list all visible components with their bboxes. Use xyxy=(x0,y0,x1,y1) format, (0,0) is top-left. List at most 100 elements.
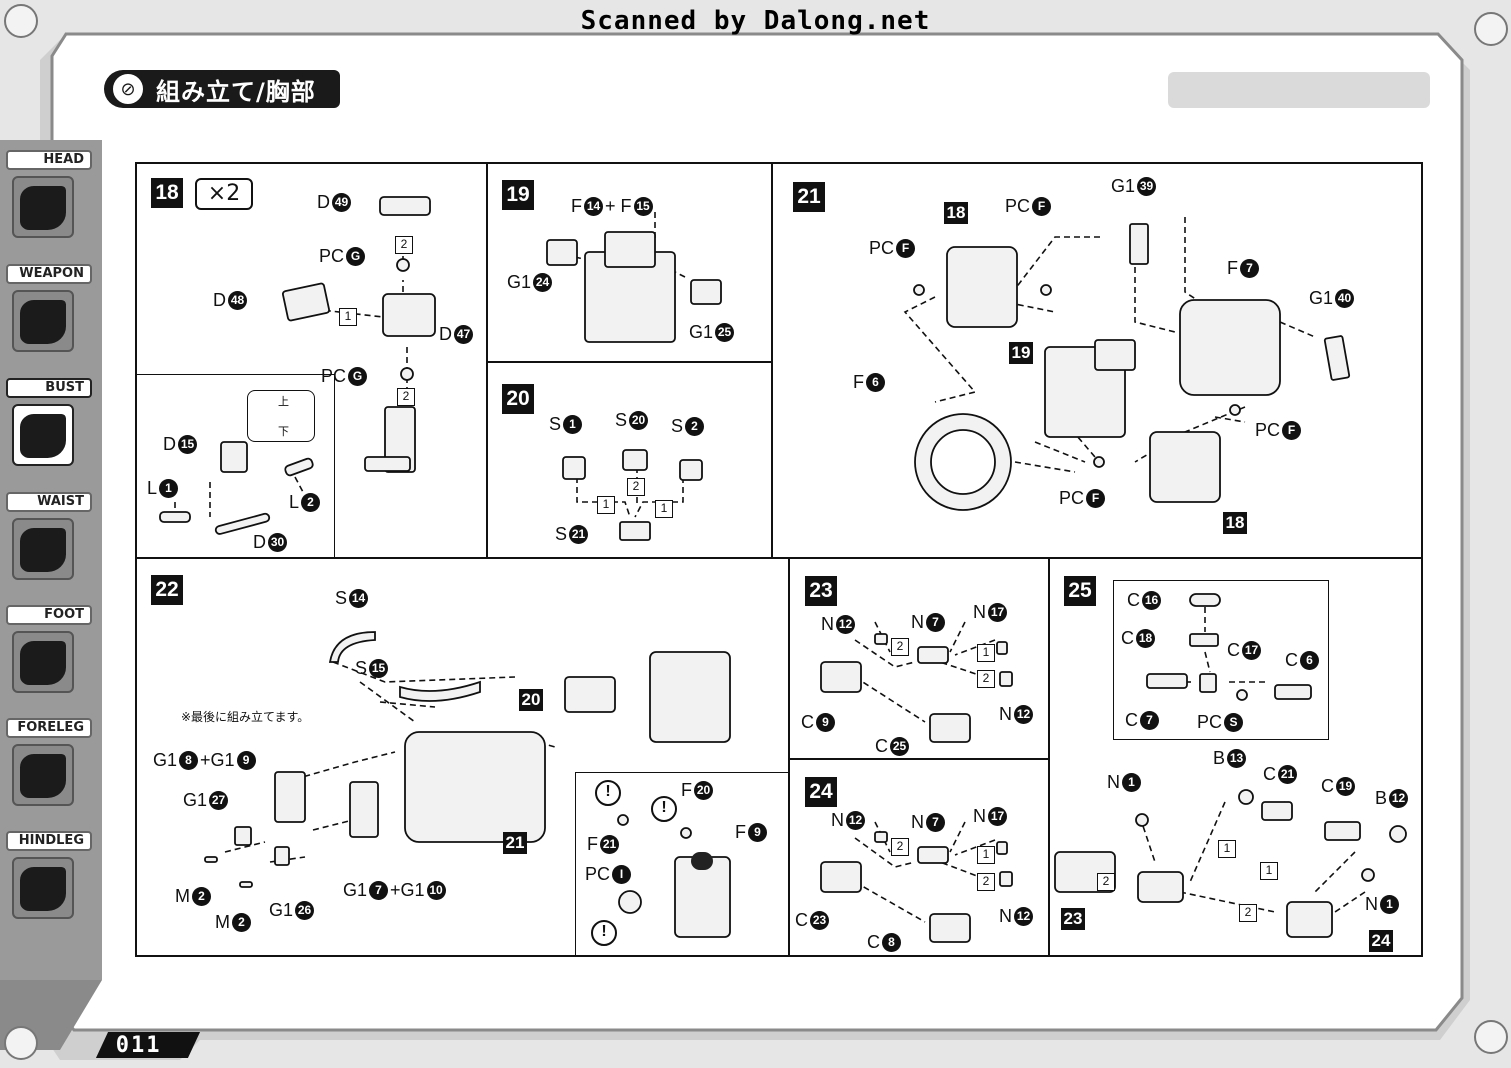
sequence-marker: 1 xyxy=(977,644,995,662)
sequence-marker: 1 xyxy=(597,496,615,514)
section-title-tab: ⊘ 組み立て/胸部 xyxy=(104,70,340,108)
step-number-23: 23 xyxy=(805,576,837,606)
bleed-through-title xyxy=(1168,72,1430,108)
orientation-down-label: 下 xyxy=(278,425,289,438)
sequence-marker: 1 xyxy=(1218,840,1236,858)
corner-bolt-top-left xyxy=(4,4,38,38)
step-number-24: 24 xyxy=(805,777,837,807)
step-number-22: 22 xyxy=(151,575,183,605)
sequence-marker: 1 xyxy=(977,846,995,864)
sidebar-item-label: WEAPON xyxy=(6,264,92,284)
quantity-multiplier: ×2 xyxy=(195,178,253,210)
step-reference: 23 xyxy=(1061,908,1085,930)
sequence-marker: 2 xyxy=(891,638,909,656)
sequence-marker: 2 xyxy=(1239,904,1257,922)
step-reference: 19 xyxy=(1009,342,1033,364)
waist-part-icon xyxy=(12,518,74,580)
step-22-detail-inset xyxy=(575,772,790,957)
orientation-up-label: 上 xyxy=(278,395,289,408)
step-number-19: 19 xyxy=(502,180,534,210)
sequence-marker: 1 xyxy=(1260,862,1278,880)
compass-icon: ⊘ xyxy=(110,71,146,107)
sequence-marker: 2 xyxy=(397,388,415,406)
sidebar-item-label: BUST xyxy=(6,378,92,398)
sidebar-item-label: FOOT xyxy=(6,605,92,625)
step-number-18: 18 xyxy=(151,178,183,208)
step-reference: 18 xyxy=(1223,512,1247,534)
sequence-marker: 2 xyxy=(395,236,413,254)
step-25-detail-inset xyxy=(1113,580,1329,740)
sequence-marker: 2 xyxy=(977,873,995,891)
sidebar-item-label: WAIST xyxy=(6,492,92,512)
sequence-marker: 2 xyxy=(1097,873,1115,891)
caution-icon: ! xyxy=(591,920,617,946)
orientation-callout: 上 下 xyxy=(247,390,315,442)
bust-part-icon xyxy=(12,404,74,466)
section-title: 組み立て/胸部 xyxy=(156,77,316,106)
sidebar-item-label: HEAD xyxy=(6,150,92,170)
sequence-marker: 2 xyxy=(627,478,645,496)
step-reference: 18 xyxy=(944,202,968,224)
corner-bolt-top-right xyxy=(1474,12,1508,46)
scan-credit: Scanned by Dalong.net xyxy=(580,6,931,36)
page-number: 011 xyxy=(115,1033,162,1058)
step-18-detail-inset xyxy=(135,374,335,559)
sidebar-item-label: FORELEG xyxy=(6,718,92,738)
caution-icon: ! xyxy=(651,796,677,822)
assembly-note: ※最後に組み立てます。 xyxy=(181,710,310,724)
head-part-icon xyxy=(12,176,74,238)
hindleg-part-icon xyxy=(12,857,74,919)
caution-icon: ! xyxy=(595,780,621,806)
